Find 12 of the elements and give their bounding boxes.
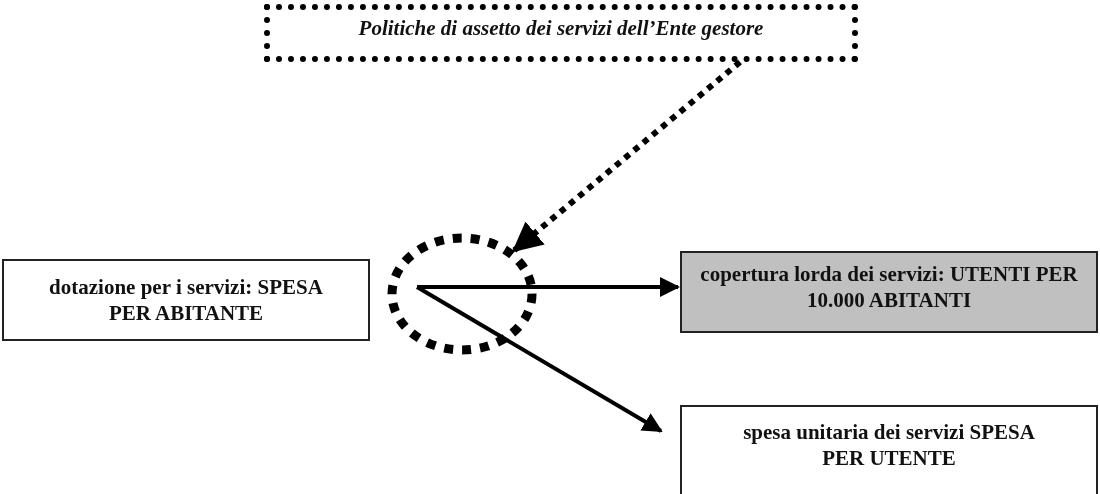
box-text: copertura lorda dei servizi: UTENTI PER 10.000 ABITANTI bbox=[699, 260, 1079, 314]
box-text: spesa unitaria dei servizi SPESA PER UTENTE bbox=[742, 418, 1036, 472]
arrow bbox=[416, 285, 663, 433]
text-box bbox=[2, 259, 370, 341]
dotted-box bbox=[264, 4, 858, 62]
text-box bbox=[680, 405, 1098, 494]
dotted-ellipse bbox=[387, 233, 537, 355]
box-text: Politiche di assetto dei servizi dell’Ente gestore bbox=[358, 14, 764, 42]
text-box bbox=[680, 251, 1098, 333]
box-text: dotazione per i servizi: SPESA PER ABITANTE bbox=[48, 273, 324, 327]
arrow bbox=[512, 59, 742, 253]
arrow bbox=[417, 277, 680, 297]
